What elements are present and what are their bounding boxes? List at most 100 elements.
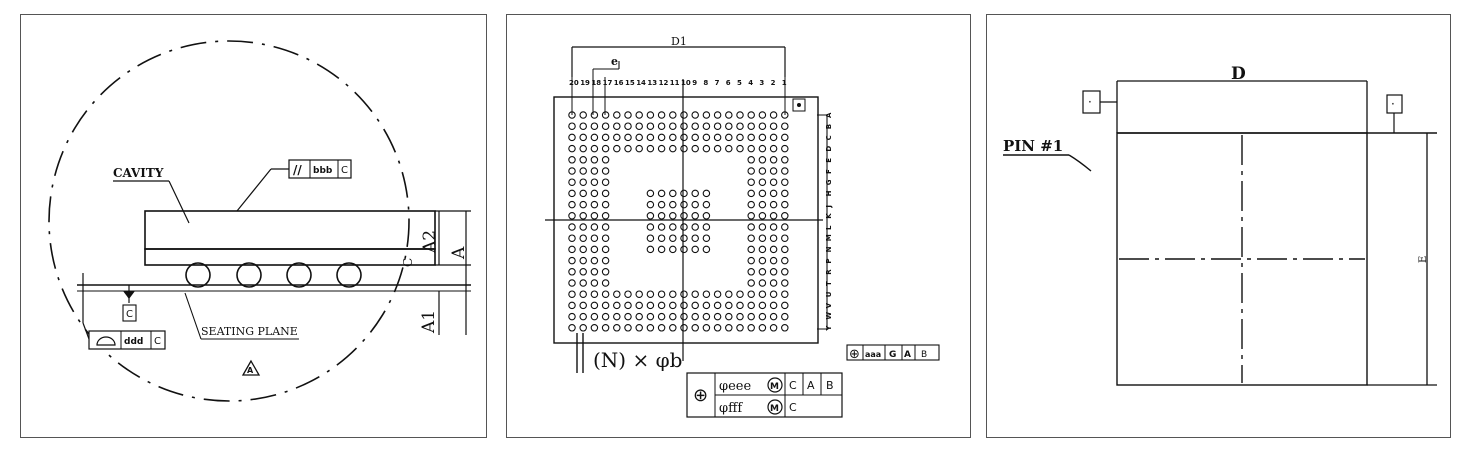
solder-ball (758, 256, 767, 265)
solder-ball (747, 189, 755, 198)
datum-c-box (122, 304, 137, 322)
solder-ball (736, 324, 744, 332)
solder-ball (758, 178, 767, 186)
solder-ball (669, 144, 677, 153)
solder-ball (747, 301, 755, 310)
solder-ball (579, 234, 587, 242)
solder-ball (646, 122, 655, 130)
solder-ball (669, 111, 677, 119)
solder-ball (646, 111, 655, 119)
solder-ball (646, 324, 655, 332)
solder-ball (568, 256, 576, 265)
solder-ball (769, 268, 778, 276)
solder-ball (601, 268, 610, 276)
solder-ball (736, 312, 744, 321)
solder-ball (579, 122, 587, 130)
solder-ball (635, 312, 643, 321)
solder-ball (747, 144, 755, 153)
solder-ball (680, 200, 688, 209)
solder-ball (579, 256, 587, 265)
solder-ball (601, 223, 610, 231)
solder-ball (702, 111, 711, 119)
solder-ball (590, 223, 599, 231)
solder-ball (713, 122, 722, 130)
solder-ball (669, 200, 677, 209)
column-number: 7 (715, 79, 720, 87)
solder-ball (601, 144, 610, 153)
seating-plane-label: SEATING PLANE (201, 325, 298, 338)
solder-ball (747, 122, 755, 130)
solder-ball (781, 245, 789, 254)
fcf-position: ⊕ φeee M C A B φfff M C (686, 372, 843, 418)
solder-ball (736, 301, 744, 310)
solder-ball (769, 312, 778, 321)
solder-ball (657, 144, 666, 153)
solder-ball (613, 324, 621, 332)
dim-a2-label: A2 (420, 230, 440, 254)
solder-ball (601, 156, 610, 164)
svg-text:φeee: φeee (719, 379, 751, 394)
solder-ball (579, 212, 587, 220)
solder-ball (601, 256, 610, 265)
solder-ball (601, 234, 610, 242)
solder-ball (590, 189, 599, 198)
dim-c-label: C (401, 258, 415, 267)
column-number: 3 (759, 79, 764, 87)
row-letter: D (825, 146, 833, 152)
row-letter: G (825, 179, 833, 185)
solder-ball (336, 262, 362, 288)
column-number: 4 (748, 79, 753, 87)
fcf-profile: ddd C (88, 330, 166, 350)
solder-ball (691, 200, 699, 209)
solder-ball (568, 245, 576, 254)
solder-ball (758, 122, 767, 130)
row-letter: K (825, 213, 833, 219)
solder-ball (758, 223, 767, 231)
solder-ball (736, 111, 744, 119)
solder-ball (781, 212, 789, 220)
column-number: 17 (603, 79, 613, 87)
solder-ball (680, 245, 688, 254)
solder-ball (702, 324, 711, 332)
solder-ball (646, 312, 655, 321)
solder-ball (736, 133, 744, 142)
solder-ball (657, 301, 666, 310)
solder-ball (590, 133, 599, 142)
svg-text:B: B (826, 379, 834, 392)
side-view-drawing: A2 A A1 C CAVITY // bbb C C (48, 40, 471, 402)
solder-ball (691, 245, 699, 254)
solder-ball (680, 189, 688, 198)
solder-ball (725, 111, 733, 119)
solder-ball (579, 223, 587, 231)
solder-ball (691, 212, 699, 220)
solder-ball (635, 301, 643, 310)
solder-ball (601, 301, 610, 310)
solder-ball (781, 234, 789, 242)
solder-ball (747, 156, 755, 164)
solder-ball (601, 122, 610, 130)
solder-ball (781, 156, 789, 164)
solder-ball (781, 167, 789, 175)
solder-ball (769, 167, 778, 175)
row-letter: H (825, 190, 833, 196)
solder-ball (758, 167, 767, 175)
solder-ball (769, 279, 778, 287)
solder-ball (747, 178, 755, 186)
solder-ball (769, 245, 778, 254)
svg-text:G: G (889, 350, 896, 360)
solder-ball (568, 223, 576, 231)
solder-ball (590, 122, 599, 130)
solder-ball (579, 279, 587, 287)
solder-ball (680, 223, 688, 231)
solder-ball (646, 189, 655, 198)
solder-ball (646, 133, 655, 142)
row-letter: B (825, 124, 833, 129)
solder-ball (568, 234, 576, 242)
solder-ball (568, 156, 576, 164)
row-letter: M (825, 234, 833, 241)
solder-ball (713, 290, 722, 298)
fcf-parallelism: // bbb C (288, 159, 352, 179)
solder-ball (601, 312, 610, 321)
